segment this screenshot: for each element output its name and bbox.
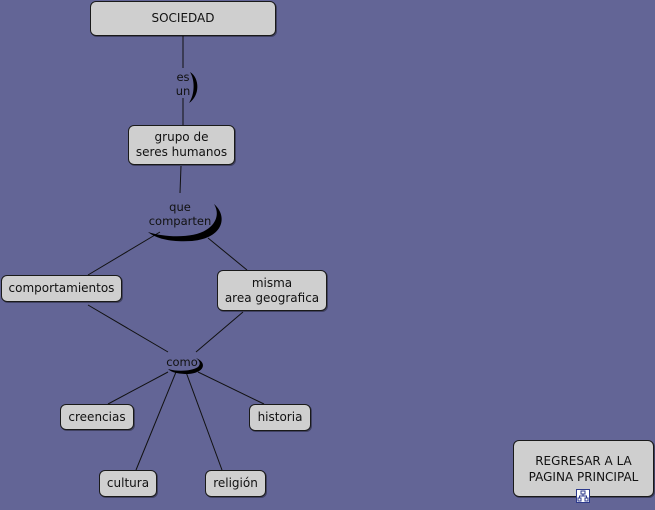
line-como-religion (185, 371, 223, 471)
node-misma-area-geografica[interactable]: misma area geografica (217, 270, 327, 311)
line-comportamientos-como (87, 304, 169, 353)
node-religion[interactable]: religión (205, 470, 266, 497)
line-como-creencias (107, 371, 169, 405)
phrase-como: como (166, 355, 198, 369)
regresar-pagina-principal-button[interactable]: REGRESAR A LA PAGINA PRINCIPAL (513, 440, 654, 497)
node-sociedad[interactable]: SOCIEDAD (90, 1, 276, 36)
phrase-que-comparten: que comparten (148, 200, 212, 228)
line-area-como (195, 311, 244, 353)
node-grupo-seres-humanos[interactable]: grupo de seres humanos (128, 125, 235, 165)
curl-como-icon (168, 358, 203, 374)
line-como-cultura (135, 371, 177, 471)
phrase-es-un: es un (175, 70, 191, 98)
line-quecomparten-comportamientos (87, 231, 161, 276)
node-creencias[interactable]: creencias (60, 404, 134, 430)
curl-que-comparten-icon (148, 204, 222, 242)
line-grupo-quecomparten (179, 165, 182, 194)
line-como-historia (197, 371, 265, 405)
node-comportamientos[interactable]: comportamientos (1, 275, 122, 302)
line-quecomparten-area (207, 237, 248, 271)
hierarchy-icon (577, 490, 589, 502)
node-cultura[interactable]: cultura (99, 470, 157, 497)
node-historia[interactable]: historia (249, 404, 311, 431)
link-icon[interactable] (576, 489, 590, 503)
curl-es-un-icon (189, 72, 198, 103)
